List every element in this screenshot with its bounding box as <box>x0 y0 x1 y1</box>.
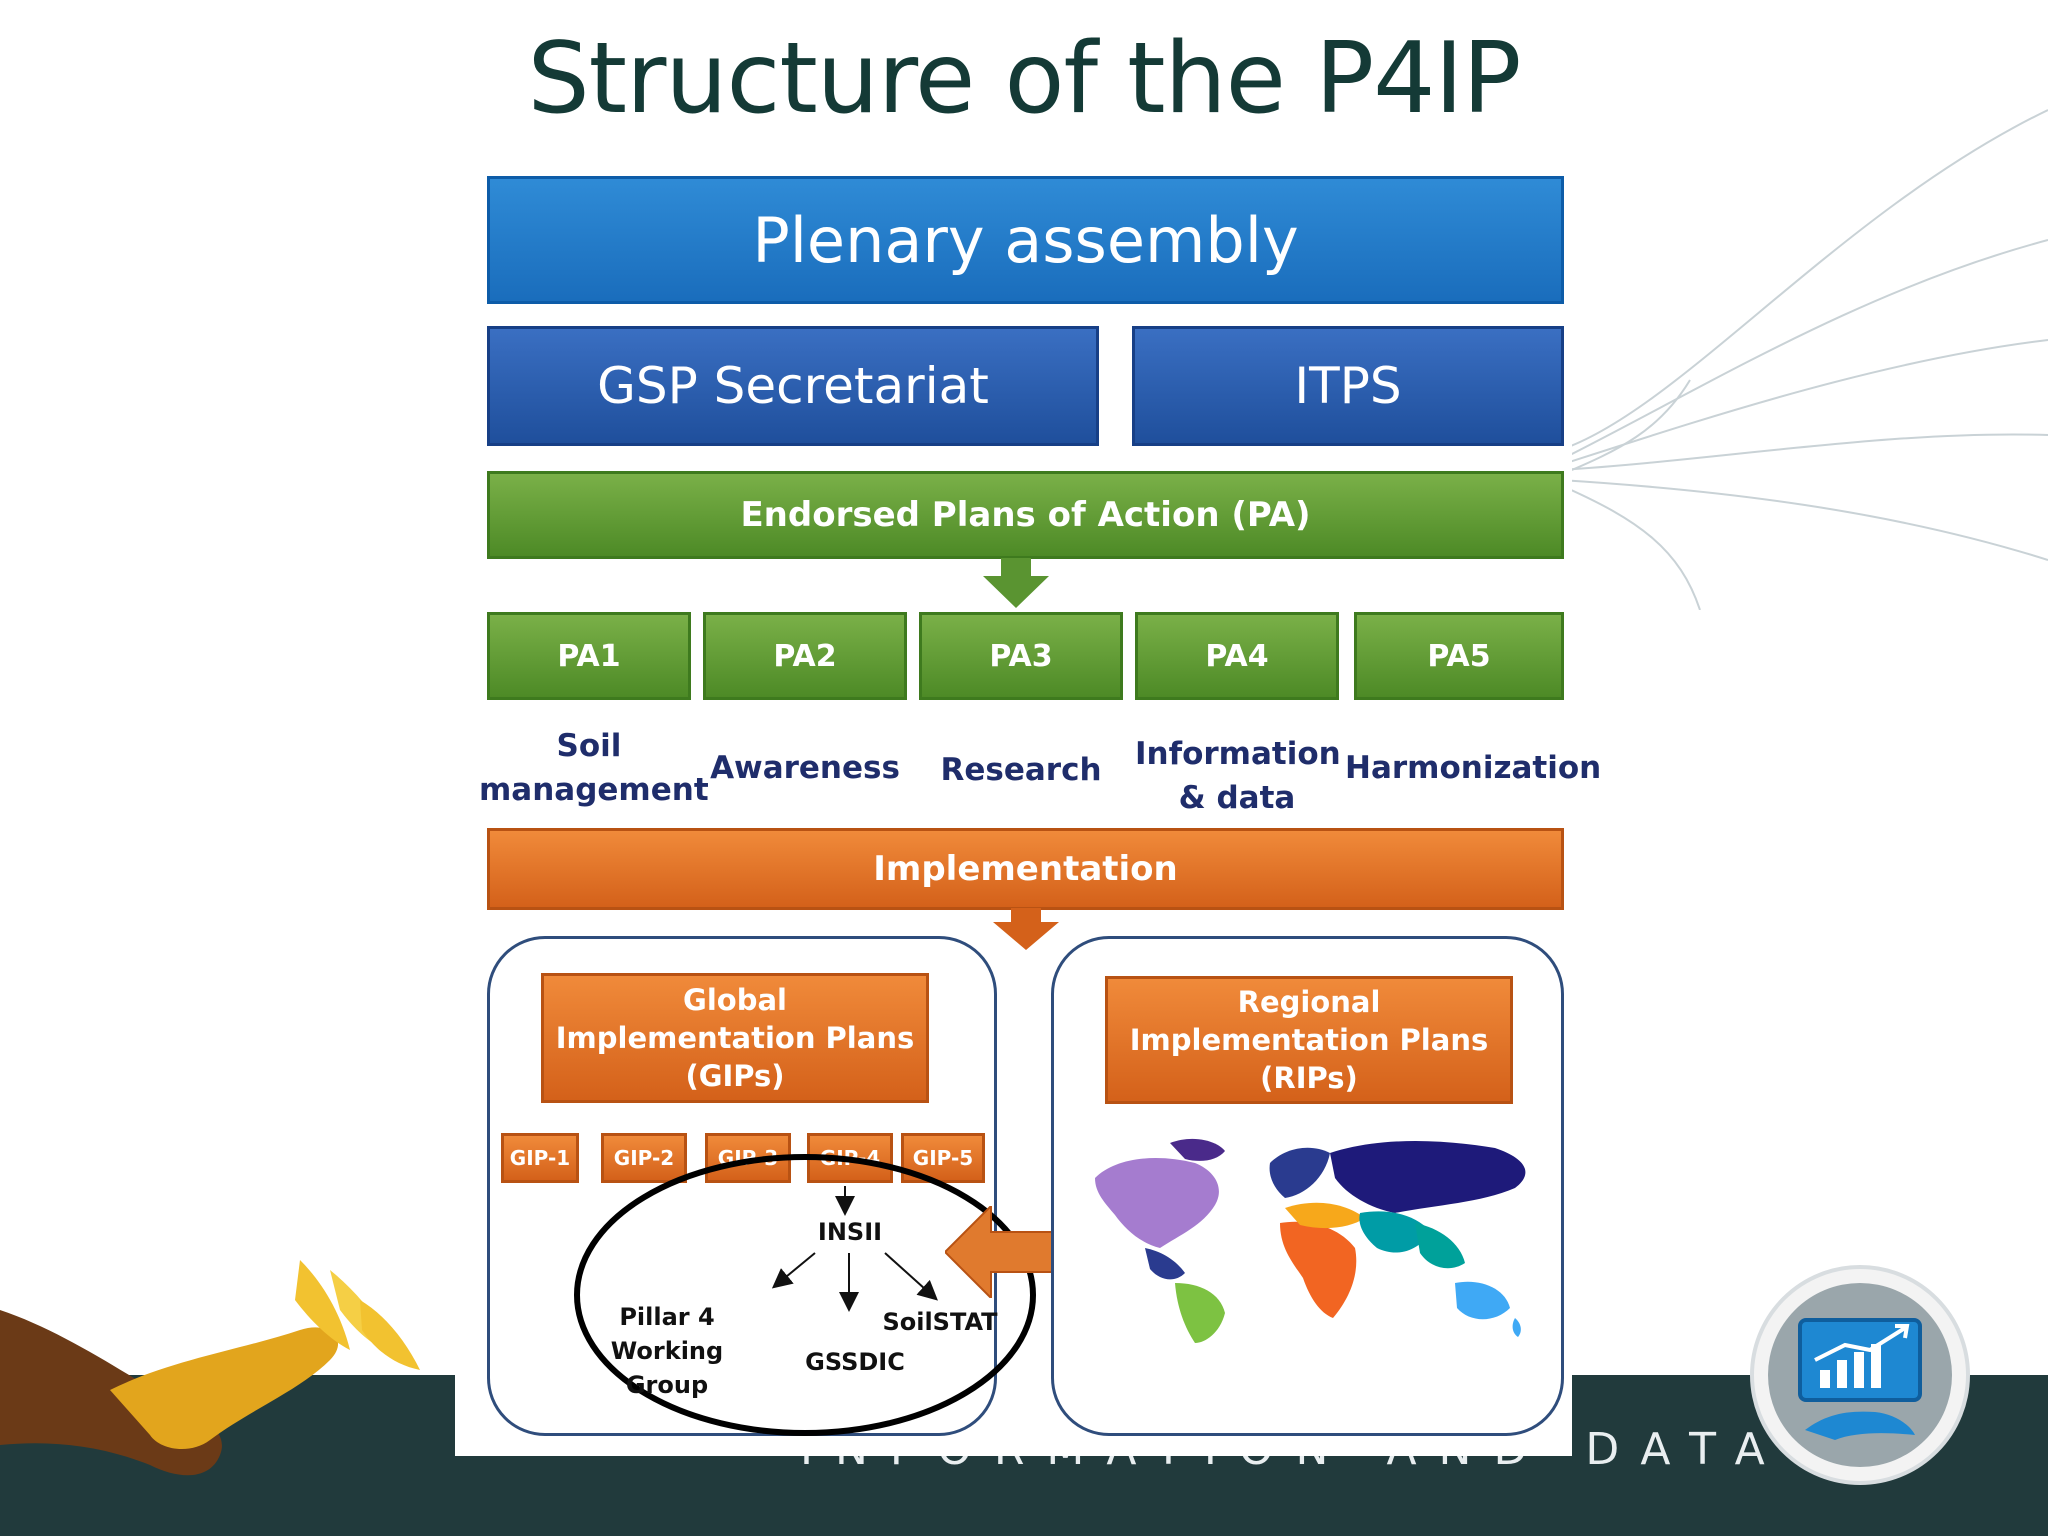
gip-1-box: GIP-1 <box>501 1133 579 1183</box>
pa3-code: PA3 <box>989 638 1053 674</box>
page-title: Structure of the P4IP <box>527 22 1521 136</box>
soilstat-label: SoilSTAT <box>882 1308 998 1336</box>
insii-label: INSII <box>817 1218 883 1246</box>
pa4-box: PA4 <box>1135 612 1339 700</box>
gip4-flow-arrows <box>574 1154 1036 1436</box>
endorsed-plans-box: Endorsed Plans of Action (PA) <box>487 471 1564 559</box>
down-arrow-green-icon <box>983 558 1049 608</box>
global-plans-label: Global Implementation Plans (GIPs) <box>555 983 915 1093</box>
pa4-label: Information & data <box>1135 736 1341 816</box>
world-map-icon <box>1095 1138 1526 1343</box>
pa2-box: PA2 <box>703 612 907 700</box>
plenary-assembly-box: Plenary assembly <box>487 176 1564 304</box>
gsp-secretariat-box: GSP Secretariat <box>487 326 1099 446</box>
gip-2-box: GIP-2 <box>601 1133 687 1183</box>
pa4-code: PA4 <box>1205 638 1269 674</box>
regional-plans-box: Regional Implementation Plans (RIPs) <box>1105 976 1513 1104</box>
handshake-logo-icon <box>0 1260 420 1476</box>
itps-box: ITPS <box>1132 326 1564 446</box>
pa3-label: Research <box>940 752 1102 788</box>
pa2-label: Awareness <box>710 750 900 786</box>
pa5-code: PA5 <box>1427 638 1491 674</box>
itps-label: ITPS <box>1294 357 1402 415</box>
gip-1-label: GIP-1 <box>509 1146 571 1170</box>
decorative-lines <box>1560 109 2048 610</box>
gsp-secretariat-label: GSP Secretariat <box>597 357 989 415</box>
gip-5-label: GIP-5 <box>912 1146 974 1170</box>
pa1-box: PA1 <box>487 612 691 700</box>
pa5-box: PA5 <box>1354 612 1564 700</box>
pa2-code: PA2 <box>773 638 837 674</box>
pa1-code: PA1 <box>557 638 621 674</box>
down-arrow-orange-icon <box>993 908 1059 950</box>
pillar4-working-group-label: Pillar 4 Working Group <box>610 1303 724 1399</box>
pa5-label: Harmonization <box>1345 750 1602 786</box>
p4ip-structure-diagram: Plenary assembly GSP Secretariat ITPS En… <box>455 158 1602 1456</box>
endorsed-plans-label: Endorsed Plans of Action (PA) <box>740 495 1311 535</box>
implementation-label: Implementation <box>873 849 1178 889</box>
pa1-label: Soil management <box>479 728 709 808</box>
regional-plans-label: Regional Implementation Plans (RIPs) <box>1129 985 1489 1095</box>
monitor-chart-logo-icon <box>1750 1265 1970 1485</box>
gssdic-label: GSSDIC <box>805 1348 905 1376</box>
global-plans-box: Global Implementation Plans (GIPs) <box>541 973 929 1103</box>
plenary-assembly-label: Plenary assembly <box>752 203 1299 277</box>
gip-2-label: GIP-2 <box>613 1146 675 1170</box>
pa3-box: PA3 <box>919 612 1123 700</box>
